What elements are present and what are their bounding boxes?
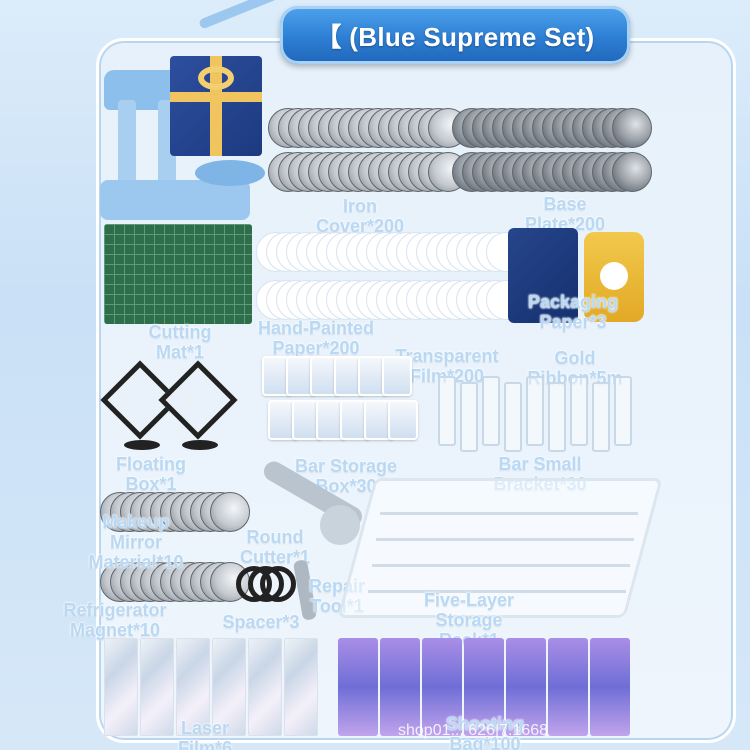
bar-small-bracket [592, 382, 610, 452]
laser-film-sheet [104, 638, 138, 736]
bar-storage-box [382, 356, 412, 396]
bar-small-bracket [614, 376, 632, 446]
shooting-bag [464, 638, 504, 736]
iron-cover-row [268, 108, 468, 148]
base-plate [612, 108, 652, 148]
hand-painted-paper-row [256, 232, 406, 272]
laser-film-sheet [212, 638, 246, 736]
gift-ribbon-horizontal [170, 92, 262, 102]
laser-film-sheet [140, 638, 174, 736]
press-base [100, 180, 250, 220]
laser-film-sheet [248, 638, 282, 736]
spacer-ring [260, 566, 296, 602]
label-laser-film: Laser Film*6 [177, 718, 233, 750]
bar-small-bracket [526, 376, 544, 446]
label-packaging-paper: Packaging Paper*3 [527, 292, 619, 332]
bar-small-bracket [438, 376, 456, 446]
gift-bow [198, 66, 234, 90]
press-post [118, 100, 136, 185]
label-cutting-mat: Cutting Mat*1 [148, 322, 212, 362]
bar-small-bracket [570, 376, 588, 446]
press-die [195, 160, 265, 186]
shooting-bag [422, 638, 462, 736]
round-cutter-head [320, 505, 360, 545]
label-refrigerator-magnet: Refrigerator Magnet*10 [63, 600, 167, 640]
page-title: 【 (Blue Supreme Set) [315, 21, 595, 52]
title-banner: 【 (Blue Supreme Set) [280, 6, 630, 64]
hand-painted-paper-row [256, 280, 406, 320]
makeup-mirror-stack [100, 492, 250, 532]
bar-small-bracket [460, 382, 478, 452]
label-bar-storage: Bar Storage Box*30 [294, 456, 398, 496]
shooting-bag [590, 638, 630, 736]
rack-shelf [368, 590, 626, 593]
bar-small-bracket [504, 382, 522, 452]
base-plate-row [452, 152, 652, 192]
label-shooting-bag: Shooting Bag*100 [446, 714, 524, 750]
shooting-bag [338, 638, 378, 736]
packaging-paper [508, 228, 578, 323]
iron-cover-row [268, 152, 468, 192]
label-makeup-mirror: Makeup Mirror Material*10 [88, 512, 184, 572]
rack-shelf [376, 538, 634, 541]
shooting-bag [548, 638, 588, 736]
floating-box-stand [124, 440, 160, 450]
rack-shelf [380, 512, 638, 515]
bar-small-bracket [482, 376, 500, 446]
refrigerator-magnet-stack [100, 562, 250, 602]
shooting-bag [506, 638, 546, 736]
cutting-mat [104, 224, 252, 324]
bar-small-bracket [548, 382, 566, 452]
gold-ribbon-core [600, 262, 628, 290]
label-spacer: Spacer*3 [222, 612, 300, 632]
label-floating-box: Floating Box*1 [116, 454, 186, 494]
watermark-text: shop01... 626|7.1668 [398, 722, 549, 739]
transparent-film-row [376, 232, 526, 272]
base-plate [612, 152, 652, 192]
transparent-film-row [376, 280, 526, 320]
rack-shelf [372, 564, 630, 567]
shooting-bag [380, 638, 420, 736]
label-round-cutter: Round Cutter*1 [239, 527, 310, 567]
makeup-mirror [210, 492, 250, 532]
floating-box-stand [182, 440, 218, 450]
label-hand-painted-paper: Hand-Painted Paper*200 [257, 318, 374, 358]
label-iron-cover: Iron Cover*200 [315, 196, 405, 236]
base-plate-row [452, 108, 652, 148]
laser-film-sheet [176, 638, 210, 736]
laser-film-sheet [284, 638, 318, 736]
bar-storage-box [388, 400, 418, 440]
